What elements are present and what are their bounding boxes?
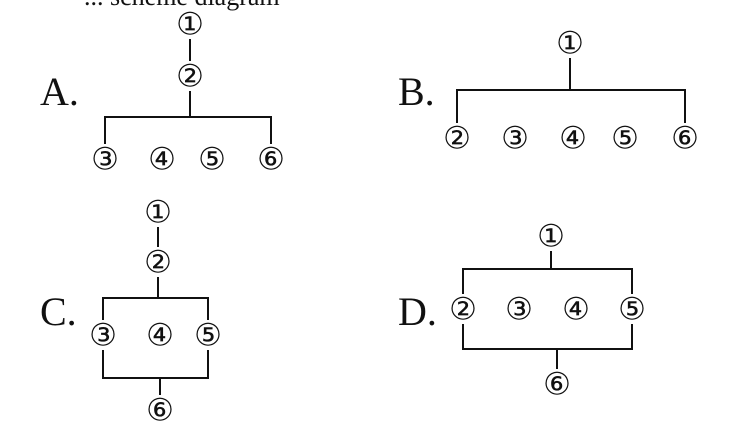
node-d-2: ② bbox=[449, 291, 477, 327]
cut-off-heading: ... scheme diagram bbox=[84, 0, 280, 12]
node-b-4: ④ bbox=[559, 120, 587, 156]
node-d-4: ④ bbox=[562, 291, 590, 327]
node-c-6: ⑥ bbox=[146, 392, 174, 428]
node-d-5: ⑤ bbox=[618, 291, 646, 327]
node-b-5: ⑤ bbox=[611, 120, 639, 156]
node-b-2: ② bbox=[443, 120, 471, 156]
option-label-c: C. bbox=[40, 289, 77, 334]
node-d-1: ① bbox=[537, 218, 565, 254]
node-b-1: ① bbox=[556, 25, 584, 61]
node-c-4: ④ bbox=[146, 317, 174, 353]
node-a-6: ⑥ bbox=[257, 141, 285, 177]
node-b-6: ⑥ bbox=[671, 120, 699, 156]
node-a-1: ① bbox=[176, 6, 204, 42]
node-b-3: ③ bbox=[501, 120, 529, 156]
node-d-3: ③ bbox=[505, 291, 533, 327]
node-a-3: ③ bbox=[91, 141, 119, 177]
option-label-a: A. bbox=[40, 69, 79, 114]
node-c-1: ① bbox=[144, 194, 172, 230]
option-label-b: B. bbox=[398, 69, 435, 114]
node-a-5: ⑤ bbox=[198, 141, 226, 177]
node-c-5: ⑤ bbox=[194, 317, 222, 353]
node-c-2: ② bbox=[144, 244, 172, 280]
node-c-3: ③ bbox=[89, 317, 117, 353]
node-a-4: ④ bbox=[148, 141, 176, 177]
node-d-6: ⑥ bbox=[543, 366, 571, 402]
node-a-2: ② bbox=[176, 58, 204, 94]
option-label-d: D. bbox=[398, 289, 437, 334]
